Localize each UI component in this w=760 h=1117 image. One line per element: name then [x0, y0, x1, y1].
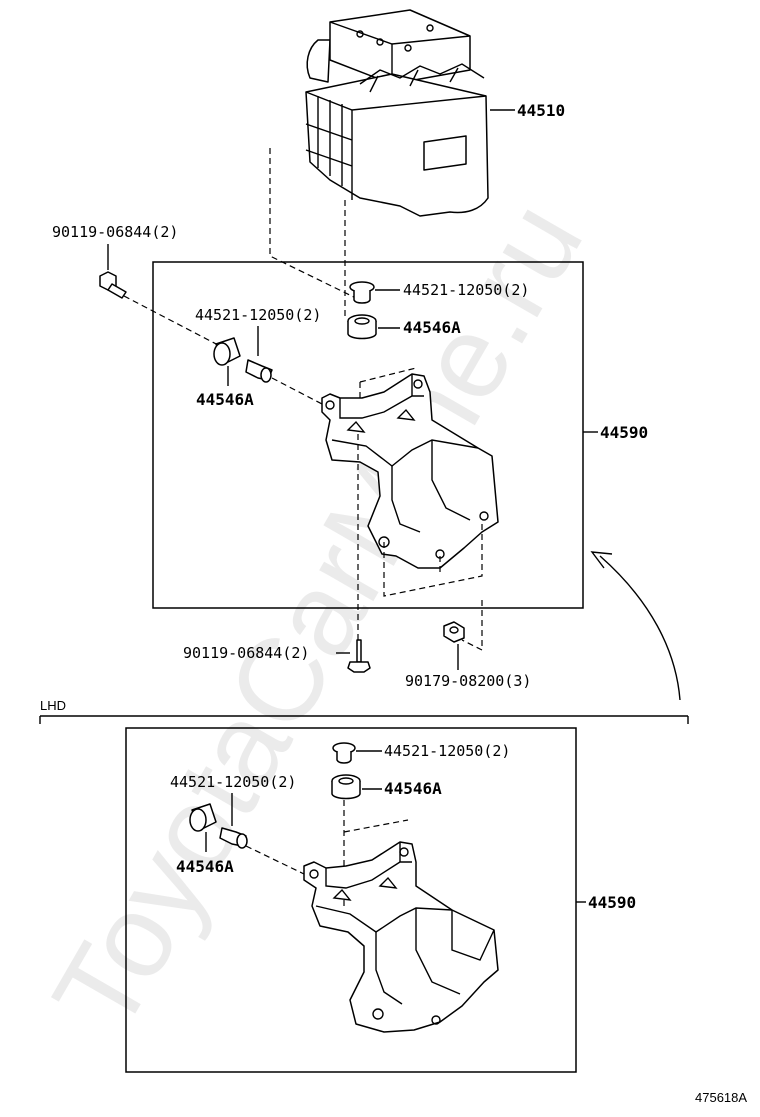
label-lhd-collar-right: 44521-12050(2) [384, 742, 510, 760]
label-grommet-top-right: 44546A [403, 318, 461, 337]
bracket-box-lhd [125, 727, 577, 1073]
label-bolt-left-top: 90119-06844(2) [52, 223, 178, 241]
bolt-bottom [347, 639, 371, 673]
lhd-grommet-right [331, 774, 361, 800]
abs-actuator-unit [305, 9, 489, 217]
grommet-top-right [347, 314, 377, 340]
label-collar-left: 44521-12050(2) [195, 306, 321, 324]
label-44590-upper: 44590 [600, 423, 648, 442]
lhd-grommet-left [189, 803, 217, 832]
nut-bottom [443, 621, 465, 643]
collar-top-right [349, 281, 375, 304]
label-nut-bottom: 90179-08200(3) [405, 672, 531, 690]
curved-arrow [590, 551, 681, 701]
bracket-box-upper [152, 261, 584, 609]
label-lhd-grommet-right: 44546A [384, 779, 442, 798]
figure-id: 475618A [695, 1090, 747, 1105]
bolt-left-top [99, 271, 127, 299]
section-label-lhd: LHD [40, 698, 66, 713]
label-lhd-collar-left: 44521-12050(2) [170, 773, 296, 791]
label-44590-lhd: 44590 [588, 893, 636, 912]
mounting-bracket-upper [321, 373, 499, 569]
lhd-collar-right [332, 742, 356, 764]
label-lhd-grommet-left: 44546A [176, 857, 234, 876]
lhd-collar-left [219, 827, 248, 849]
label-collar-top-right: 44521-12050(2) [403, 281, 529, 299]
mounting-bracket-lhd [303, 841, 499, 1033]
collar-left [245, 359, 273, 383]
label-bolt-bottom: 90119-06844(2) [183, 644, 309, 662]
label-44510: 44510 [517, 101, 565, 120]
label-grommet-left: 44546A [196, 390, 254, 409]
grommet-left [213, 337, 241, 366]
